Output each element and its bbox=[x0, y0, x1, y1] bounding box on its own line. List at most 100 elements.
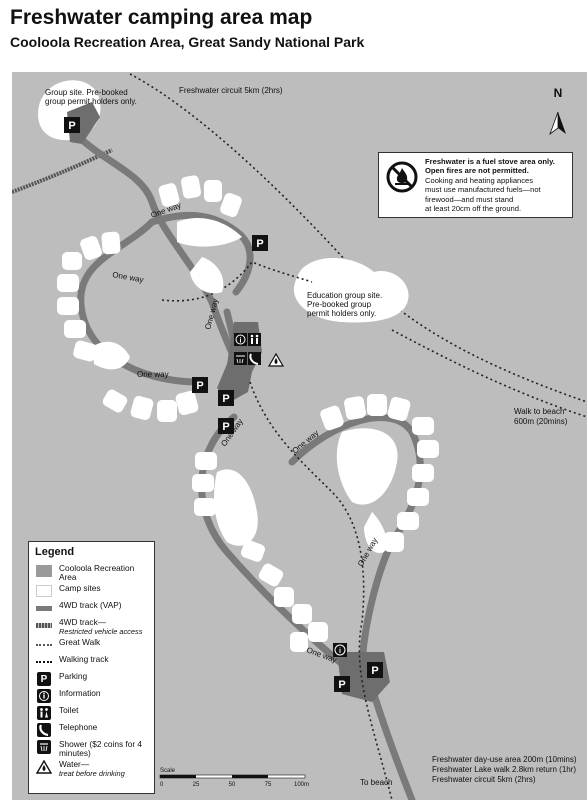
lake-walk-label: Freshwater Lake walk 2.8km return (1hr) bbox=[432, 765, 576, 774]
group-site-label-line1: Group site. Pre-booked bbox=[45, 88, 128, 97]
education-site-label-line1: Education group site. bbox=[307, 291, 382, 300]
legend-item-recreation-area: Cooloola Recreation Area bbox=[35, 564, 148, 582]
legend-sublabel: treat before drinking bbox=[59, 769, 125, 778]
shower-icon bbox=[37, 740, 51, 754]
camp-sites bbox=[57, 175, 439, 652]
to-beach-label: To beach bbox=[360, 778, 392, 787]
north-label: N bbox=[554, 86, 563, 100]
info-icon bbox=[37, 689, 51, 703]
legend-label: Walking track bbox=[59, 654, 109, 664]
fuel-stove-notice: Freshwater is a fuel stove area only. Op… bbox=[378, 152, 573, 218]
education-group-site bbox=[293, 257, 409, 323]
svg-text:P: P bbox=[256, 238, 263, 250]
walk-to-beach-label-line1: Walk to beach bbox=[514, 407, 564, 416]
legend: Legend Cooloola Recreation Area Camp sit… bbox=[28, 541, 155, 794]
parking-icon: P bbox=[334, 676, 350, 692]
scale-title: Scale bbox=[160, 768, 176, 774]
legend-item-4wd-restricted: 4WD track—Restricted vehicle access bbox=[35, 618, 148, 636]
legend-label: Parking bbox=[59, 671, 88, 681]
svg-text:P: P bbox=[222, 393, 229, 405]
toilet-icon bbox=[248, 333, 261, 346]
legend-item-4wd-track: 4WD track (VAP) bbox=[35, 601, 148, 616]
scale-bar: Scale 0 25 50 75 100m bbox=[159, 768, 309, 788]
recreation-area-north bbox=[67, 102, 100, 144]
scale-tick: 75 bbox=[265, 782, 272, 788]
parking-icon: P bbox=[252, 235, 268, 251]
map-title: Freshwater camping area map bbox=[10, 6, 313, 29]
day-use-walk-label: Freshwater day-use area 200m (10mins) bbox=[432, 755, 577, 764]
notice-text-line1: Cooking and heating appliances bbox=[425, 175, 534, 185]
scale-tick: 25 bbox=[193, 782, 200, 788]
walk-to-beach-track bbox=[391, 329, 587, 418]
freshwater-circuit-label: Freshwater circuit 5km (2hrs) bbox=[179, 86, 283, 95]
legend-item-water: Water—treat before drinking bbox=[35, 760, 148, 778]
education-site-label-line3: permit holders only. bbox=[307, 309, 376, 318]
legend-item-great-walk: Great Walk bbox=[35, 638, 148, 653]
notice-text-line3: firewood—and must stand bbox=[425, 194, 514, 204]
info-icon: i bbox=[333, 643, 347, 657]
shower-icon bbox=[234, 352, 247, 365]
legend-label: Camp sites bbox=[59, 583, 101, 593]
svg-text:i: i bbox=[240, 338, 242, 345]
legend-label: Telephone bbox=[59, 722, 98, 732]
svg-text:P: P bbox=[68, 120, 75, 132]
parking-icon: P bbox=[218, 418, 234, 434]
scale-tick: 0 bbox=[160, 782, 164, 788]
4wd-track-line-icon bbox=[36, 605, 52, 611]
legend-item-shower: Shower ($2 coins for 4 minutes) bbox=[35, 740, 148, 758]
legend-item-toilet: Toilet bbox=[35, 706, 148, 721]
notice-bold-line1: Freshwater is a fuel stove area only. bbox=[425, 157, 555, 166]
notice-text-line2: must use manufactured fuels—not bbox=[425, 185, 541, 195]
group-site-label-line2: group permit holders only. bbox=[45, 97, 137, 106]
camp-site-swatch-icon bbox=[36, 585, 52, 597]
parking-icon: P bbox=[64, 117, 80, 133]
legend-label: Toilet bbox=[59, 705, 79, 715]
education-site-label-line2: Pre-booked group bbox=[307, 300, 372, 309]
legend-item-parking: P Parking bbox=[35, 672, 148, 687]
recreation-area-swatch-icon bbox=[36, 565, 52, 577]
svg-text:P: P bbox=[222, 421, 229, 433]
svg-text:P: P bbox=[338, 679, 345, 691]
legend-label: Cooloola Recreation Area bbox=[59, 563, 135, 582]
legend-label: Shower ($2 coins for 4 minutes) bbox=[59, 739, 143, 758]
water-icon bbox=[267, 352, 285, 367]
info-icon: i bbox=[234, 333, 247, 346]
restricted-track-line-icon bbox=[36, 622, 52, 628]
legend-item-telephone: Telephone bbox=[35, 723, 148, 738]
legend-label: Water— bbox=[59, 759, 90, 769]
walking-track-line-icon bbox=[36, 661, 52, 663]
legend-title: Legend bbox=[35, 546, 75, 558]
svg-text:i: i bbox=[339, 648, 341, 655]
legend-label: Information bbox=[59, 688, 101, 698]
great-walk-line-icon bbox=[36, 644, 52, 646]
parking-icon: P bbox=[218, 390, 234, 406]
one-way-label: One way bbox=[137, 370, 169, 379]
telephone-icon bbox=[37, 723, 51, 737]
parking-icon: P bbox=[192, 377, 208, 393]
toilet-icon bbox=[37, 706, 51, 720]
walk-to-beach-label-line2: 600m (20mins) bbox=[514, 417, 568, 426]
legend-label: 4WD track— bbox=[59, 617, 107, 627]
legend-label: 4WD track (VAP) bbox=[59, 600, 122, 610]
parking-icon: P bbox=[37, 672, 51, 686]
scale-tick: 100m bbox=[294, 782, 309, 788]
legend-sublabel: Restricted vehicle access bbox=[59, 627, 143, 636]
circuit-walk-label: Freshwater circuit 5km (2hrs) bbox=[432, 775, 536, 784]
svg-text:P: P bbox=[196, 380, 203, 392]
notice-text-line4: at least 20cm off the ground. bbox=[425, 204, 522, 214]
notice-bold-line2: Open fires are not permitted. bbox=[425, 166, 529, 176]
legend-label: Great Walk bbox=[59, 637, 101, 647]
north-arrow-icon bbox=[549, 111, 566, 136]
walking-track-north bbox=[161, 261, 313, 302]
parking-icon: P bbox=[367, 662, 383, 678]
no-fire-icon bbox=[386, 161, 418, 193]
scale-tick: 50 bbox=[229, 782, 236, 788]
svg-text:P: P bbox=[371, 665, 378, 677]
legend-item-information: Information bbox=[35, 689, 148, 704]
legend-item-walking-track: Walking track bbox=[35, 655, 148, 670]
water-icon bbox=[36, 760, 52, 774]
walking-track-south bbox=[249, 381, 393, 801]
map-subtitle: Cooloola Recreation Area, Great Sandy Na… bbox=[10, 34, 365, 50]
legend-item-camp-sites: Camp sites bbox=[35, 584, 148, 599]
telephone-icon bbox=[248, 352, 261, 365]
